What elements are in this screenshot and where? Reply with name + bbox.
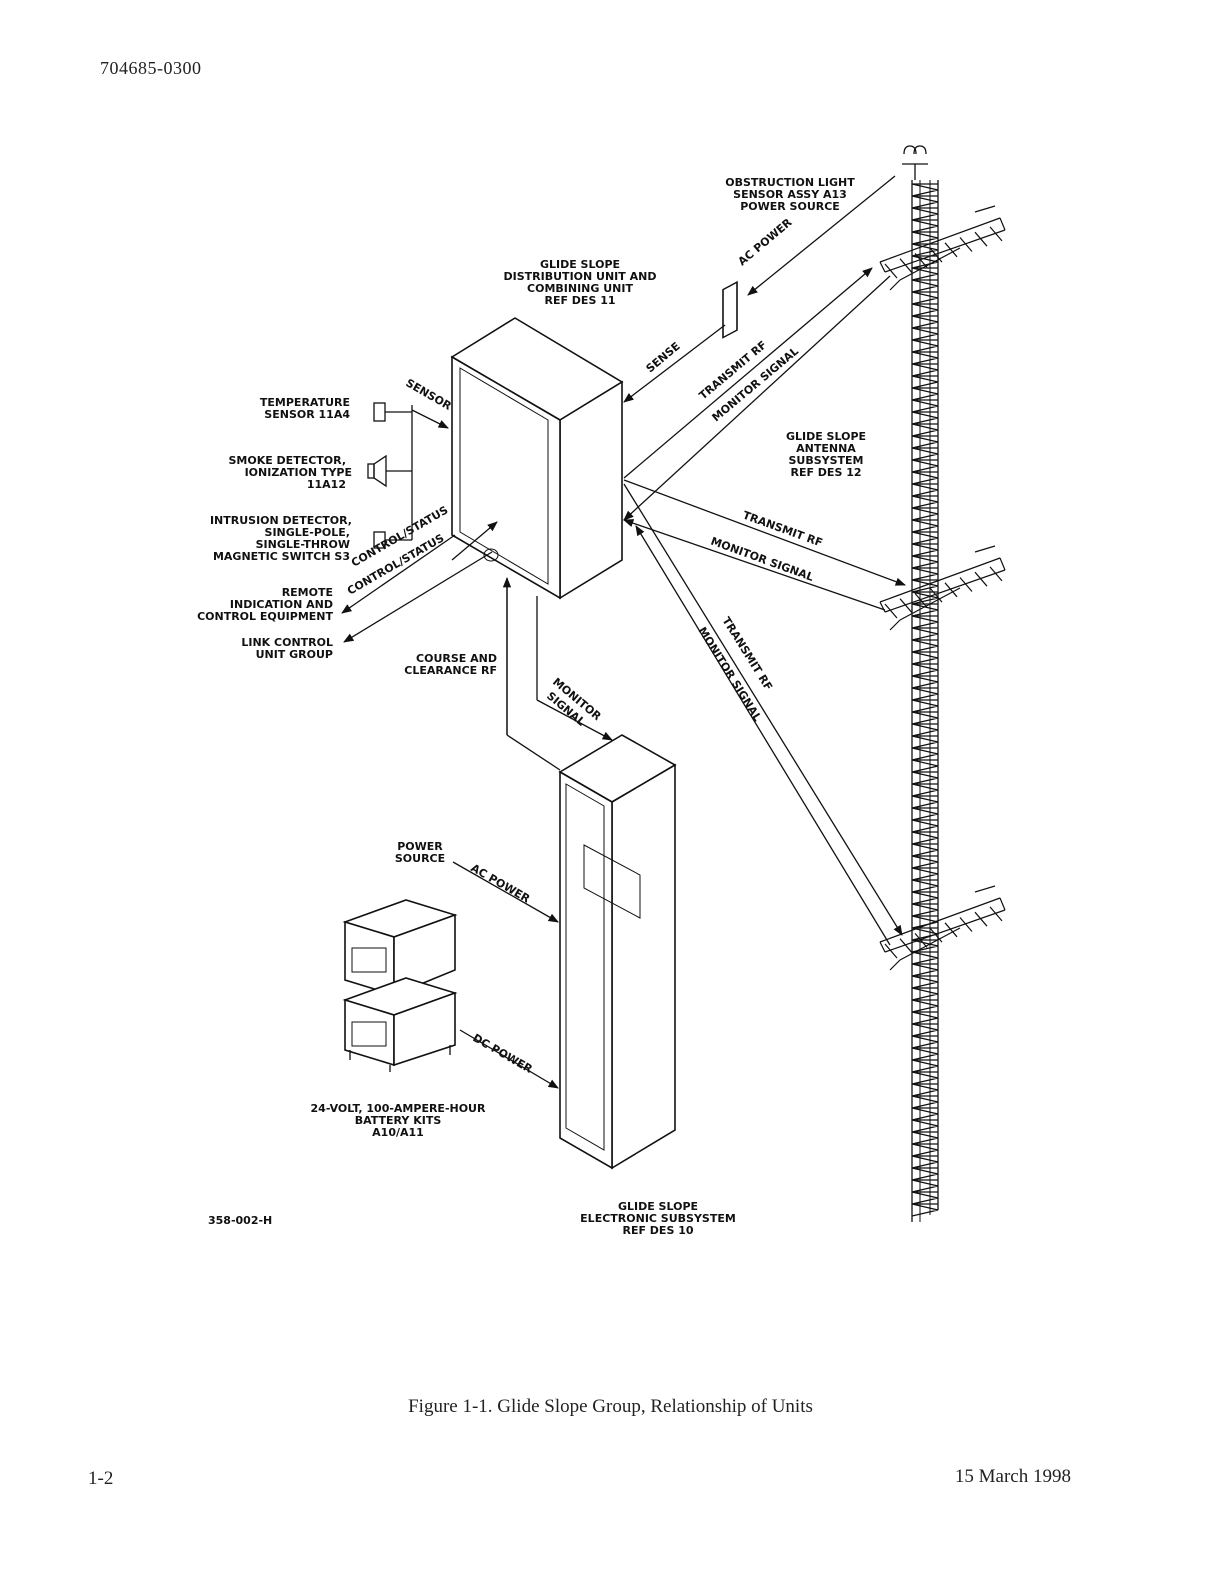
svg-text:GLIDE SLOPE: GLIDE SLOPE [618,1200,698,1213]
svg-text:ANTENNA: ANTENNA [796,442,856,455]
svg-text:POWER: POWER [397,840,443,853]
svg-text:IONIZATION TYPE: IONIZATION TYPE [245,466,352,479]
svg-text:OBSTRUCTION LIGHT: OBSTRUCTION LIGHT [725,176,855,189]
svg-text:GLIDE SLOPE: GLIDE SLOPE [540,258,620,271]
antenna-tower [879,145,1006,1222]
svg-text:UNIT GROUP: UNIT GROUP [256,648,333,661]
svg-text:DC POWER: DC POWER [471,1031,536,1076]
label-obstruction: OBSTRUCTION LIGHT SENSOR ASSY A13 POWER … [725,176,855,213]
page-date: 15 March 1998 [954,1466,1071,1487]
antenna-array [879,205,1006,291]
svg-text:CONTROL EQUIPMENT: CONTROL EQUIPMENT [197,610,333,623]
smoke-detector-icon [367,454,387,488]
antenna-array [879,545,1006,631]
svg-text:REF DES 10: REF DES 10 [622,1224,693,1237]
figure-caption: Figure 1-1. Glide Slope Group, Relations… [408,1396,813,1417]
label-link-control: LINK CONTROL UNIT GROUP [241,636,333,661]
tower-lattice [911,183,939,1217]
svg-text:TEMPERATURE: TEMPERATURE [260,396,350,409]
document-number: 704685-0300 [100,58,202,78]
svg-text:SMOKE DETECTOR,: SMOKE DETECTOR, [228,454,346,467]
svg-text:DISTRIBUTION UNIT AND: DISTRIBUTION UNIT AND [504,270,657,283]
label-power-source: POWER SOURCE [395,840,445,865]
svg-text:INTRUSION DETECTOR,: INTRUSION DETECTOR, [210,514,352,527]
distribution-unit-cabinet [450,317,624,600]
svg-text:24-VOLT, 100-AMPERE-HOUR: 24-VOLT, 100-AMPERE-HOUR [311,1102,486,1115]
temperature-sensor-icon [373,402,386,422]
svg-text:REF DES 12: REF DES 12 [790,466,861,479]
svg-text:REMOTE: REMOTE [282,586,333,599]
obstruction-light-icon [902,145,928,180]
label-distribution-unit: GLIDE SLOPE DISTRIBUTION UNIT AND COMBIN… [504,258,657,307]
svg-text:SENSE: SENSE [644,340,683,376]
electronic-subsystem-cabinet [558,734,677,1170]
battery-kits [342,899,458,1072]
sensors [367,402,449,549]
svg-text:SENSOR: SENSOR [404,376,455,413]
svg-text:11A12: 11A12 [307,478,346,491]
svg-text:MAGNETIC SWITCH S3: MAGNETIC SWITCH S3 [213,550,350,563]
page-number: 1-2 [88,1468,114,1489]
label-electronic-subsystem: GLIDE SLOPE ELECTRONIC SUBSYSTEM REF DES… [580,1200,736,1237]
svg-text:SINGLE-THROW: SINGLE-THROW [256,538,350,551]
connections [341,175,906,1089]
svg-text:TRANSMIT RF: TRANSMIT RF [697,338,770,402]
label-smoke-detector: SMOKE DETECTOR, IONIZATION TYPE 11A12 [228,454,352,491]
drawing-id: 358-002-H [208,1214,272,1227]
svg-text:GLIDE SLOPE: GLIDE SLOPE [786,430,866,443]
label-battery-kits: 24-VOLT, 100-AMPERE-HOUR BATTERY KITS A1… [311,1102,486,1139]
svg-text:AC POWER: AC POWER [736,216,795,269]
svg-text:SOURCE: SOURCE [395,852,445,865]
svg-text:COURSE AND: COURSE AND [416,652,497,665]
svg-text:ELECTRONIC SUBSYSTEM: ELECTRONIC SUBSYSTEM [580,1212,736,1225]
antenna-array [879,885,1006,971]
svg-text:AC POWER: AC POWER [469,861,533,905]
svg-text:INDICATION AND: INDICATION AND [230,598,333,611]
label-temperature-sensor: TEMPERATURE SENSOR 11A4 [260,396,350,421]
label-intrusion-detector: INTRUSION DETECTOR, SINGLE-POLE, SINGLE-… [210,514,352,563]
svg-text:POWER SOURCE: POWER SOURCE [740,200,840,213]
svg-text:CLEARANCE RF: CLEARANCE RF [404,664,497,677]
svg-text:REF DES 11: REF DES 11 [544,294,615,307]
svg-text:LINK CONTROL: LINK CONTROL [241,636,333,649]
antenna-arrays [879,205,1006,971]
svg-text:COMBINING UNIT: COMBINING UNIT [527,282,633,295]
svg-text:SENSOR ASSY A13: SENSOR ASSY A13 [733,188,847,201]
label-remote-indication: REMOTE INDICATION AND CONTROL EQUIPMENT [197,586,333,623]
svg-text:SENSOR 11A4: SENSOR 11A4 [264,408,350,421]
svg-text:SINGLE-POLE,: SINGLE-POLE, [265,526,350,539]
svg-text:SUBSYSTEM: SUBSYSTEM [788,454,863,467]
label-antenna-subsystem: GLIDE SLOPE ANTENNA SUBSYSTEM REF DES 12 [786,430,866,479]
label-course-clearance: COURSE AND CLEARANCE RF [404,652,497,677]
svg-text:BATTERY KITS: BATTERY KITS [355,1114,442,1127]
svg-text:A10/A11: A10/A11 [372,1126,424,1139]
